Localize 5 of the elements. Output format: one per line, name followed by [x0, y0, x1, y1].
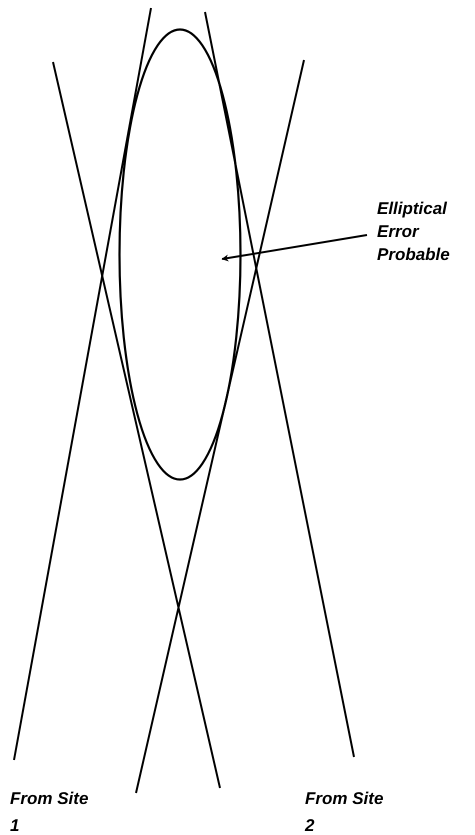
callout-label: Elliptical Error Probable — [377, 197, 475, 266]
site-label: From Site 1 — [10, 788, 90, 835]
error-ellipse — [118, 28, 242, 481]
leader-arrow — [221, 234, 368, 262]
site-label: From Site 2 — [305, 788, 384, 835]
